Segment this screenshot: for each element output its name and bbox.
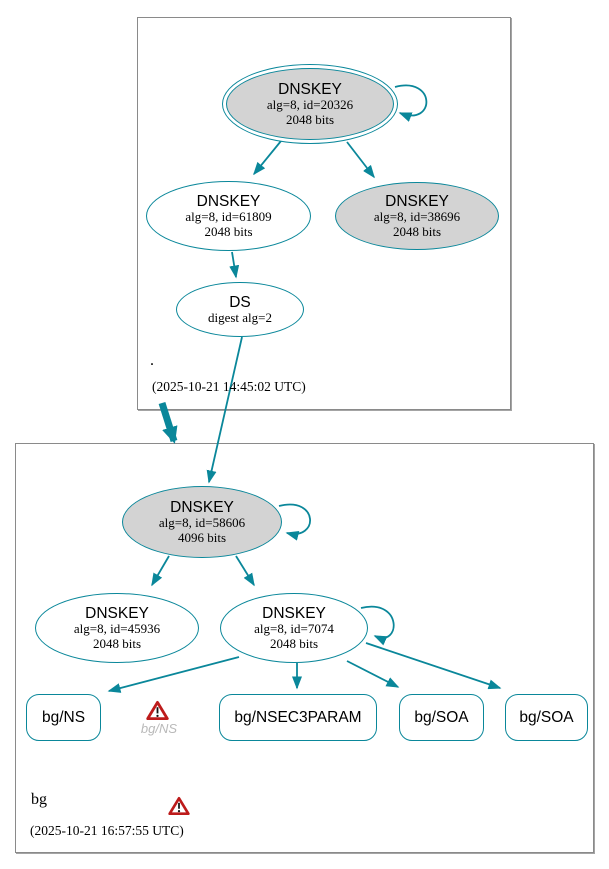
edge-root-ksk-to-zsk61809 <box>253 140 282 176</box>
node-root-dnskey-38696[interactable]: DNSKEY alg=8, id=38696 2048 bits <box>335 182 499 250</box>
node-bg-nsec3param-rrset[interactable]: bg/NSEC3PARAM <box>219 694 377 741</box>
node-title: DNSKEY <box>170 499 234 516</box>
warning-ns-label: bg/NS <box>140 721 178 736</box>
node-detail: alg=8, id=38696 <box>373 209 461 224</box>
zone-timestamp-root: (2025-10-21 14:45:02 UTC) <box>152 379 306 394</box>
edge-delegation-root-to-bg <box>158 401 178 444</box>
node-bg-dnskey-7074[interactable]: DNSKEY alg=8, id=7074 2048 bits <box>220 593 368 663</box>
rrset-label: bg/SOA <box>414 708 469 726</box>
node-title: DNSKEY <box>85 605 149 622</box>
node-detail: alg=8, id=20326 <box>266 97 354 112</box>
node-title: DNSKEY <box>196 193 261 210</box>
node-detail: digest alg=2 <box>207 309 273 325</box>
node-detail: 2048 bits <box>92 635 142 651</box>
node-root-ds[interactable]: DS digest alg=2 <box>176 282 304 337</box>
node-bg-soa-rrset-2[interactable]: bg/SOA <box>505 694 588 741</box>
edge-zsk7074-to-soa2 <box>365 642 502 690</box>
edge-ds-to-bg-ksk <box>206 336 243 484</box>
edge-zsk7074-to-ns <box>107 656 240 693</box>
edge-bg-ksk-to-zsk45936 <box>151 555 170 587</box>
node-title: DS <box>229 293 251 311</box>
edge-bg-ksk-to-zsk7074 <box>235 555 255 587</box>
node-title: DNSKEY <box>385 193 449 210</box>
node-detail: 4096 bits <box>177 529 227 545</box>
zone-timestamp-bg: (2025-10-21 16:57:55 UTC) <box>30 823 184 838</box>
node-bg-ksk-dnskey-58606[interactable]: DNSKEY alg=8, id=58606 4096 bits <box>122 486 282 558</box>
zone-label-bg: bg <box>31 791 47 808</box>
rrset-label: bg/NSEC3PARAM <box>234 708 362 726</box>
node-detail: alg=8, id=45936 <box>73 621 161 636</box>
zone-label-root: . <box>150 352 154 369</box>
warning-icon[interactable] <box>168 796 190 816</box>
node-detail: alg=8, id=7074 <box>254 621 334 636</box>
edge-bg-ksk-selfloop <box>278 503 311 541</box>
node-detail: 2048 bits <box>392 223 442 239</box>
node-detail: 2048 bits <box>269 635 319 651</box>
node-detail: 2048 bits <box>285 111 335 127</box>
node-detail: 2048 bits <box>204 223 253 239</box>
node-root-ksk-dnskey-20326[interactable]: DNSKEY alg=8, id=20326 2048 bits <box>222 64 398 144</box>
warning-icon[interactable] <box>146 700 169 721</box>
edge-zsk61809-to-ds <box>229 251 240 279</box>
node-title: DNSKEY <box>278 81 342 98</box>
node-bg-dnskey-45936[interactable]: DNSKEY alg=8, id=45936 2048 bits <box>35 593 199 663</box>
rrset-label: bg/SOA <box>519 708 574 726</box>
zone-box-bg <box>15 443 594 853</box>
edge-zsk7074-to-soa1 <box>346 660 400 688</box>
edge-root-ksk-selfloop <box>394 84 428 122</box>
rrset-label: bg/NS <box>41 708 86 726</box>
node-bg-soa-rrset-1[interactable]: bg/SOA <box>399 694 484 741</box>
edge-root-ksk-to-key38696 <box>346 141 375 179</box>
node-title: DNSKEY <box>262 605 326 622</box>
node-root-dnskey-61809[interactable]: DNSKEY alg=8, id=61809 2048 bits <box>146 181 311 251</box>
node-detail: alg=8, id=61809 <box>185 209 272 224</box>
node-bg-ns-rrset[interactable]: bg/NS <box>26 694 101 741</box>
edge-zsk7074-selfloop <box>360 605 395 646</box>
zone-box-root <box>137 17 511 410</box>
node-detail: alg=8, id=58606 <box>158 515 246 530</box>
